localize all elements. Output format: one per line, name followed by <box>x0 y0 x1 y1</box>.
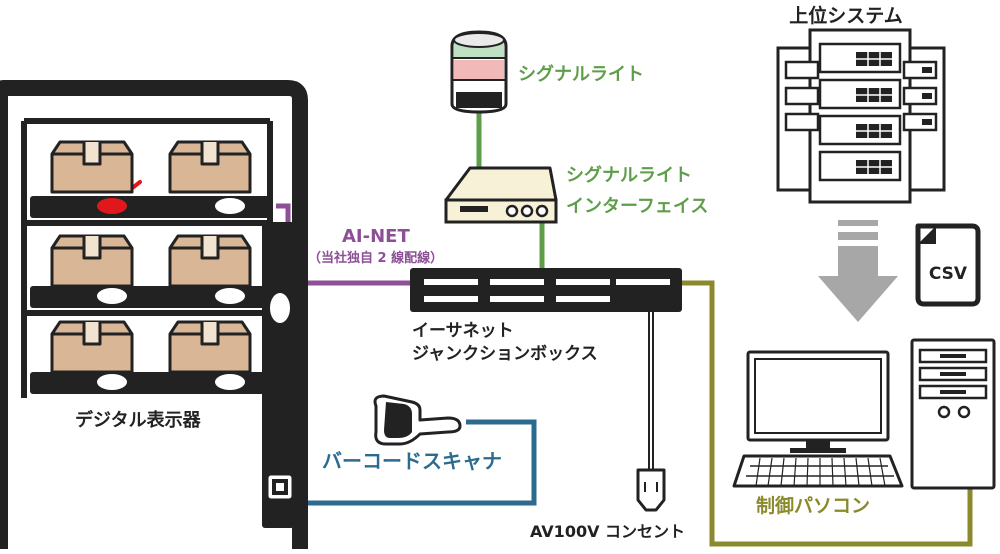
parcel-box-icon <box>168 140 252 194</box>
server-rack-icon <box>776 28 946 204</box>
shelf-rack <box>0 80 308 549</box>
down-arrow-icon <box>818 220 898 322</box>
parcel-box-icon <box>168 320 252 374</box>
host-system-label: 上位システム <box>789 4 902 27</box>
power-plug-icon <box>636 468 666 512</box>
signal-light-interface-label-1: シグナルライト <box>566 164 692 186</box>
display-lamp <box>213 196 247 216</box>
parcel-box-icon <box>50 140 134 194</box>
ethernet-junction-box <box>410 268 682 312</box>
keyboard-icon <box>732 454 904 488</box>
barcode-port-icon <box>268 475 292 499</box>
ai-net-note: （当社独自 2 線配線） <box>308 250 443 266</box>
display-lamp <box>95 372 129 392</box>
controller-port <box>268 291 292 325</box>
interface-box-icon <box>444 166 558 224</box>
power-outlet-label: AV100V コンセント <box>530 522 685 541</box>
barcode-cable <box>294 419 537 506</box>
digital-display-label: デジタル表示器 <box>75 409 202 431</box>
csv-label: CSV <box>929 264 968 284</box>
csv-file-icon: CSV <box>915 223 981 307</box>
parcel-box-icon <box>50 234 134 288</box>
monitor-icon <box>746 350 890 453</box>
signal-light-interface-label-2: インターフェイス <box>566 196 708 217</box>
display-lamp <box>213 372 247 392</box>
alert-lamp-lit <box>95 196 129 216</box>
display-lamp <box>213 286 247 306</box>
pc-cable <box>680 280 973 547</box>
ai-net-label: AI-NET <box>342 226 410 247</box>
control-pc-label: 制御パソコン <box>756 494 870 517</box>
display-lamp <box>95 286 129 306</box>
barcode-scanner-icon <box>373 394 462 446</box>
parcels <box>50 140 252 374</box>
junction-box-label-1: イーサネット <box>412 321 514 341</box>
parcel-box-icon <box>168 234 252 288</box>
barcode-scanner-label: バーコードスキャナ <box>322 449 502 473</box>
junction-box-label-2: ジャンクションボックス <box>412 344 598 364</box>
signal-tower-icon <box>450 30 508 114</box>
signal-light-label: シグナルライト <box>518 63 644 85</box>
pc-tower-icon <box>910 338 996 490</box>
parcel-box-icon <box>50 320 134 374</box>
